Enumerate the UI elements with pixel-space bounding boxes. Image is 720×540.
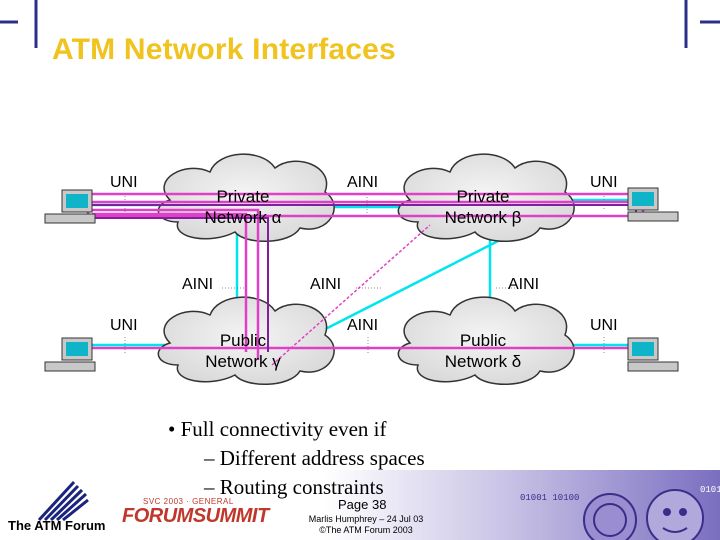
- label-aini-top: AINI: [347, 174, 379, 191]
- page-number: Page 38: [338, 497, 387, 512]
- network-delta-label: Public Network δ: [408, 330, 558, 372]
- network-alpha-line2: Network α: [204, 208, 282, 227]
- label-aini-bottom: AINI: [347, 317, 379, 334]
- label-uni-top-left: UNI: [110, 174, 138, 191]
- network-delta-line1: Public: [459, 331, 507, 350]
- network-gamma-line1: Public: [219, 331, 267, 350]
- label-uni-bottom-right: UNI: [590, 317, 618, 334]
- network-delta-line2: Network δ: [444, 352, 522, 371]
- footer-author: Marlis Humphrey – 24 Jul 03: [308, 514, 424, 524]
- decorative-face-image: 01001 10100 0101: [520, 485, 720, 540]
- bullet-list: • Full connectivity even if – Different …: [168, 415, 425, 502]
- cloud-alpha: [157, 153, 335, 242]
- label-uni-bottom-left: UNI: [110, 317, 138, 334]
- label-aini-mid-right: AINI: [508, 276, 540, 293]
- label-uni-top-right: UNI: [590, 174, 618, 191]
- footer-credit: Marlis Humphrey – 24 Jul 03 ©The ATM For…: [296, 514, 436, 536]
- atm-forum-text: The ATM Forum: [8, 518, 106, 533]
- label-aini-mid-left: AINI: [182, 276, 214, 293]
- summit-top-text: SVC 2003 · GENERAL: [143, 497, 234, 506]
- network-beta-line2: Network β: [444, 208, 522, 227]
- cloud-beta: [397, 153, 575, 242]
- svg-text:01001 10100: 01001 10100: [520, 493, 579, 503]
- atm-forum-logo: [34, 478, 94, 524]
- computer-icon-top-left: [44, 189, 96, 224]
- computer-icon-top-right: [627, 187, 679, 222]
- network-alpha-line1: Private: [216, 187, 270, 206]
- dotted-markers: [124, 193, 605, 355]
- slide-title: ATM Network Interfaces: [52, 33, 396, 66]
- bullet-sub-address: – Different address spaces: [204, 446, 425, 470]
- network-gamma-label: Public Network γ: [168, 330, 318, 372]
- network-diagram: [44, 153, 679, 385]
- network-beta-line1: Private: [456, 187, 510, 206]
- label-aini-mid-center: AINI: [310, 276, 342, 293]
- footer-copyright: ©The ATM Forum 2003: [319, 525, 413, 535]
- bullet-main: • Full connectivity even if: [168, 417, 387, 441]
- cloud-delta: [397, 296, 575, 385]
- svg-text:0101: 0101: [700, 485, 720, 495]
- computer-icon-bottom-right: [627, 337, 679, 372]
- computer-icon-bottom-left: [44, 337, 96, 372]
- bullet-sub-routing: – Routing constraints: [204, 475, 384, 499]
- diagonal-path: [271, 224, 431, 366]
- network-beta-label: Private Network β: [408, 186, 558, 228]
- forum-summit-logo-text: FORUMSUMMIT: [122, 505, 269, 527]
- network-alpha-label: Private Network α: [168, 186, 318, 228]
- network-gamma-line2: Network γ: [205, 352, 281, 371]
